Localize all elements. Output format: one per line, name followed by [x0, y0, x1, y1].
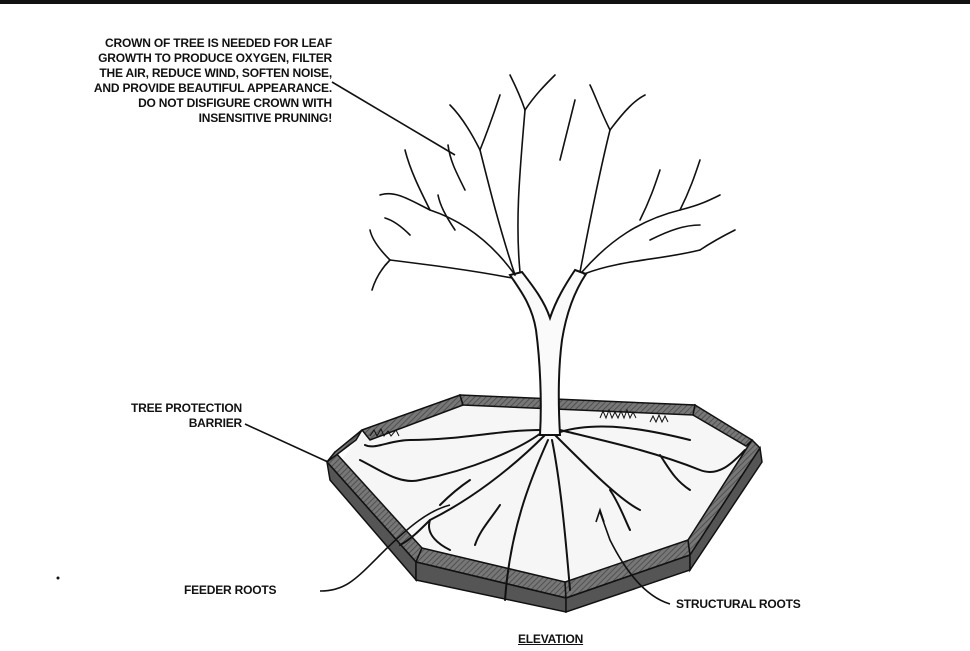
tree-protection-barrier-label: TREE PROTECTION BARRIER [92, 401, 242, 431]
structural-roots-label: STRUCTURAL ROOTS [676, 597, 801, 612]
crown-note-line: INSENSITIVE PRUNING! [30, 111, 332, 126]
crown-note-line: GROWTH TO PRODUCE OXYGEN, FILTER [30, 51, 332, 66]
elevation-title: ELEVATION [518, 632, 583, 647]
crown-leader-line [332, 82, 455, 155]
barrier-label-line: TREE PROTECTION [92, 401, 242, 416]
crown-note-line: DO NOT DISFIGURE CROWN WITH [30, 96, 332, 111]
tree-crown [370, 75, 735, 290]
barrier-leader-line [245, 424, 328, 462]
stray-dot [57, 577, 60, 580]
crown-note-line: AND PROVIDE BEAUTIFUL APPEARANCE. [30, 81, 332, 96]
barrier-label-line: BARRIER [92, 416, 242, 431]
crown-note-line: THE AIR, REDUCE WIND, SOFTEN NOISE, [30, 66, 332, 81]
feeder-roots-label: FEEDER ROOTS [184, 583, 276, 598]
crown-note: CROWN OF TREE IS NEEDED FOR LEAF GROWTH … [30, 36, 332, 126]
crown-note-line: CROWN OF TREE IS NEEDED FOR LEAF [30, 36, 332, 51]
